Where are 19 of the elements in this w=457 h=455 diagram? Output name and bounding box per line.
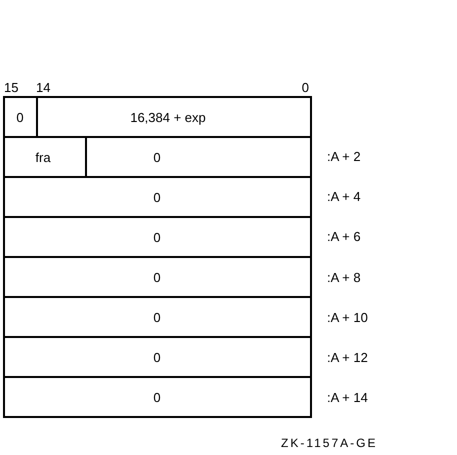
bit-field-cell: 0 — [3, 176, 312, 218]
bit-field-cell: 0 — [3, 296, 312, 338]
bit-field-cell: 0 — [3, 96, 38, 138]
address-label: :A + 2 — [327, 149, 361, 164]
bit-field-cell: 0 — [3, 376, 312, 418]
bit-field-cell: 0 — [3, 336, 312, 378]
bit-field-cell: 16,384 + exp — [36, 96, 312, 138]
address-label: :A + 10 — [327, 310, 368, 325]
address-label: :A + 12 — [327, 350, 368, 365]
address-label: :A + 6 — [327, 229, 361, 244]
figure-id: ZK-1157A-GE — [281, 436, 378, 451]
bit-number: 14 — [36, 80, 50, 95]
address-label: :A + 8 — [327, 270, 361, 285]
bit-number: 0 — [302, 80, 309, 95]
address-label: :A + 14 — [327, 390, 368, 405]
bit-field-cell: 0 — [3, 216, 312, 258]
address-label: :A + 4 — [327, 189, 361, 204]
bit-number: 15 — [4, 80, 18, 95]
bit-field-cell: 0 — [3, 256, 312, 298]
